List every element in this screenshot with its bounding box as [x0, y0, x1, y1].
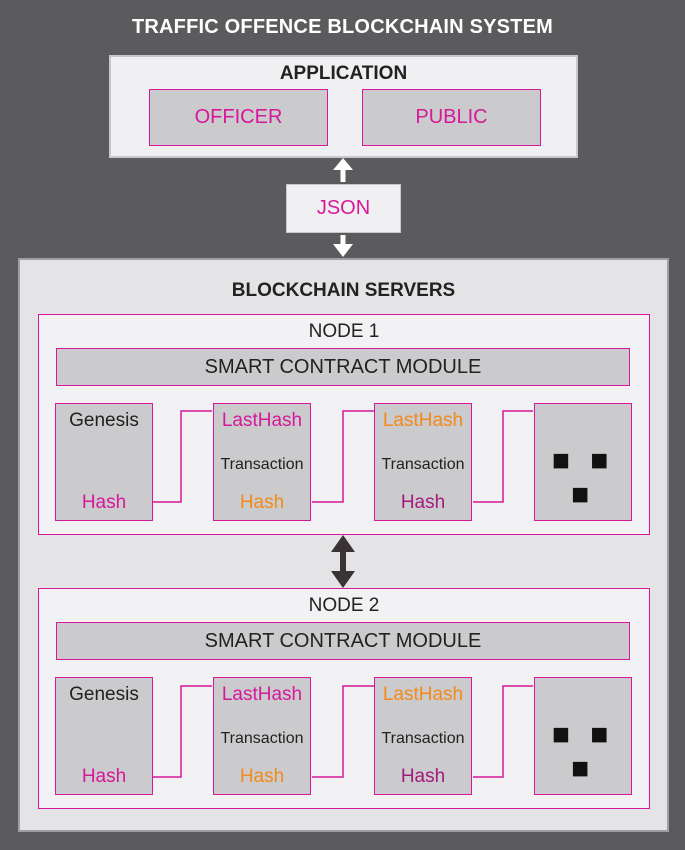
block-hash-label: Hash: [81, 492, 127, 513]
public-box: PUBLIC: [362, 89, 541, 146]
block-lasthash-label: LastHash: [221, 410, 303, 431]
node-sync-arrow: [331, 535, 355, 588]
block-hash-label: Hash: [239, 492, 285, 513]
chain-links-node-1: [153, 410, 533, 503]
genesis-block: Genesis Hash: [55, 403, 153, 521]
block-top-label: Genesis: [69, 684, 139, 705]
block-hash-label: Hash: [81, 766, 127, 787]
block-hash-label: Hash: [239, 766, 285, 787]
ellipsis-icon: ■ ■ ■: [551, 444, 615, 511]
block-lasthash-label: LastHash: [382, 684, 464, 705]
arrow-app-json: [333, 158, 353, 182]
transaction-block: LastHash Transaction Hash: [213, 403, 311, 521]
more-blocks: ■ ■ ■: [534, 677, 632, 795]
more-blocks: ■ ■ ■: [534, 403, 632, 521]
block-top-label: Genesis: [69, 410, 139, 431]
node-2: NODE 2 SMART CONTRACT MODULE Genesis Has…: [38, 588, 650, 809]
genesis-block: Genesis Hash: [55, 677, 153, 795]
block-transaction-label: Transaction: [220, 456, 304, 473]
node-label: NODE 1: [308, 321, 380, 342]
officer-box: OFFICER: [149, 89, 328, 146]
node-1: NODE 1 SMART CONTRACT MODULE Genesis Has…: [38, 314, 650, 535]
block-transaction-label: Transaction: [220, 730, 304, 747]
transaction-block: LastHash Transaction Hash: [374, 677, 472, 795]
json-box: JSON: [286, 184, 401, 233]
block-lasthash-label: LastHash: [382, 410, 464, 431]
arrow-json-blockchain: [333, 235, 353, 257]
smart-contract-module: SMART CONTRACT MODULE: [56, 622, 630, 660]
transaction-block: LastHash Transaction Hash: [374, 403, 472, 521]
block-transaction-label: Transaction: [381, 456, 465, 473]
blockchain-servers-title: BLOCKCHAIN SERVERS: [231, 280, 456, 301]
node-label: NODE 2: [308, 595, 380, 616]
chain-links-node-2: [153, 685, 533, 778]
transaction-block: LastHash Transaction Hash: [213, 677, 311, 795]
block-hash-label: Hash: [400, 492, 446, 513]
smart-contract-module: SMART CONTRACT MODULE: [56, 348, 630, 386]
application-title: APPLICATION: [279, 63, 408, 84]
application-box: APPLICATION OFFICER PUBLIC: [109, 55, 578, 158]
block-hash-label: Hash: [400, 766, 446, 787]
diagram-title: TRAFFIC OFFENCE BLOCKCHAIN SYSTEM: [131, 16, 554, 38]
ellipsis-icon: ■ ■ ■: [551, 718, 615, 785]
block-transaction-label: Transaction: [381, 730, 465, 747]
block-lasthash-label: LastHash: [221, 684, 303, 705]
